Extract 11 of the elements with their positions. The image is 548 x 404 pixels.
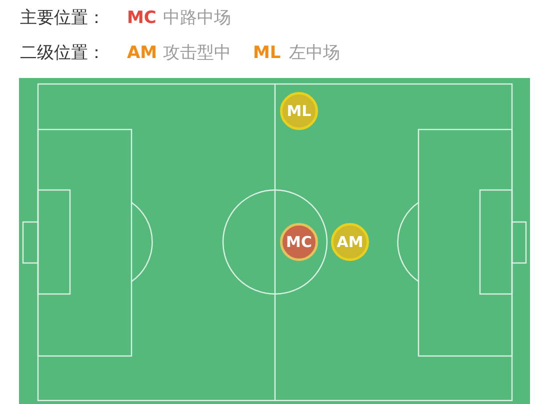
position-name: 左中场	[289, 43, 340, 63]
position-name: 攻击型中	[163, 43, 231, 63]
position-marker: AM	[331, 223, 369, 261]
position-code: MC	[127, 8, 156, 28]
position-code: AM	[127, 43, 158, 63]
position-name: 中路中场	[163, 8, 231, 28]
position-code: ML	[253, 43, 281, 63]
field-label: 二级位置：	[20, 43, 105, 63]
field-label: 主要位置：	[20, 8, 105, 28]
position-marker: MC	[280, 223, 318, 261]
position-marker: ML	[280, 92, 318, 130]
